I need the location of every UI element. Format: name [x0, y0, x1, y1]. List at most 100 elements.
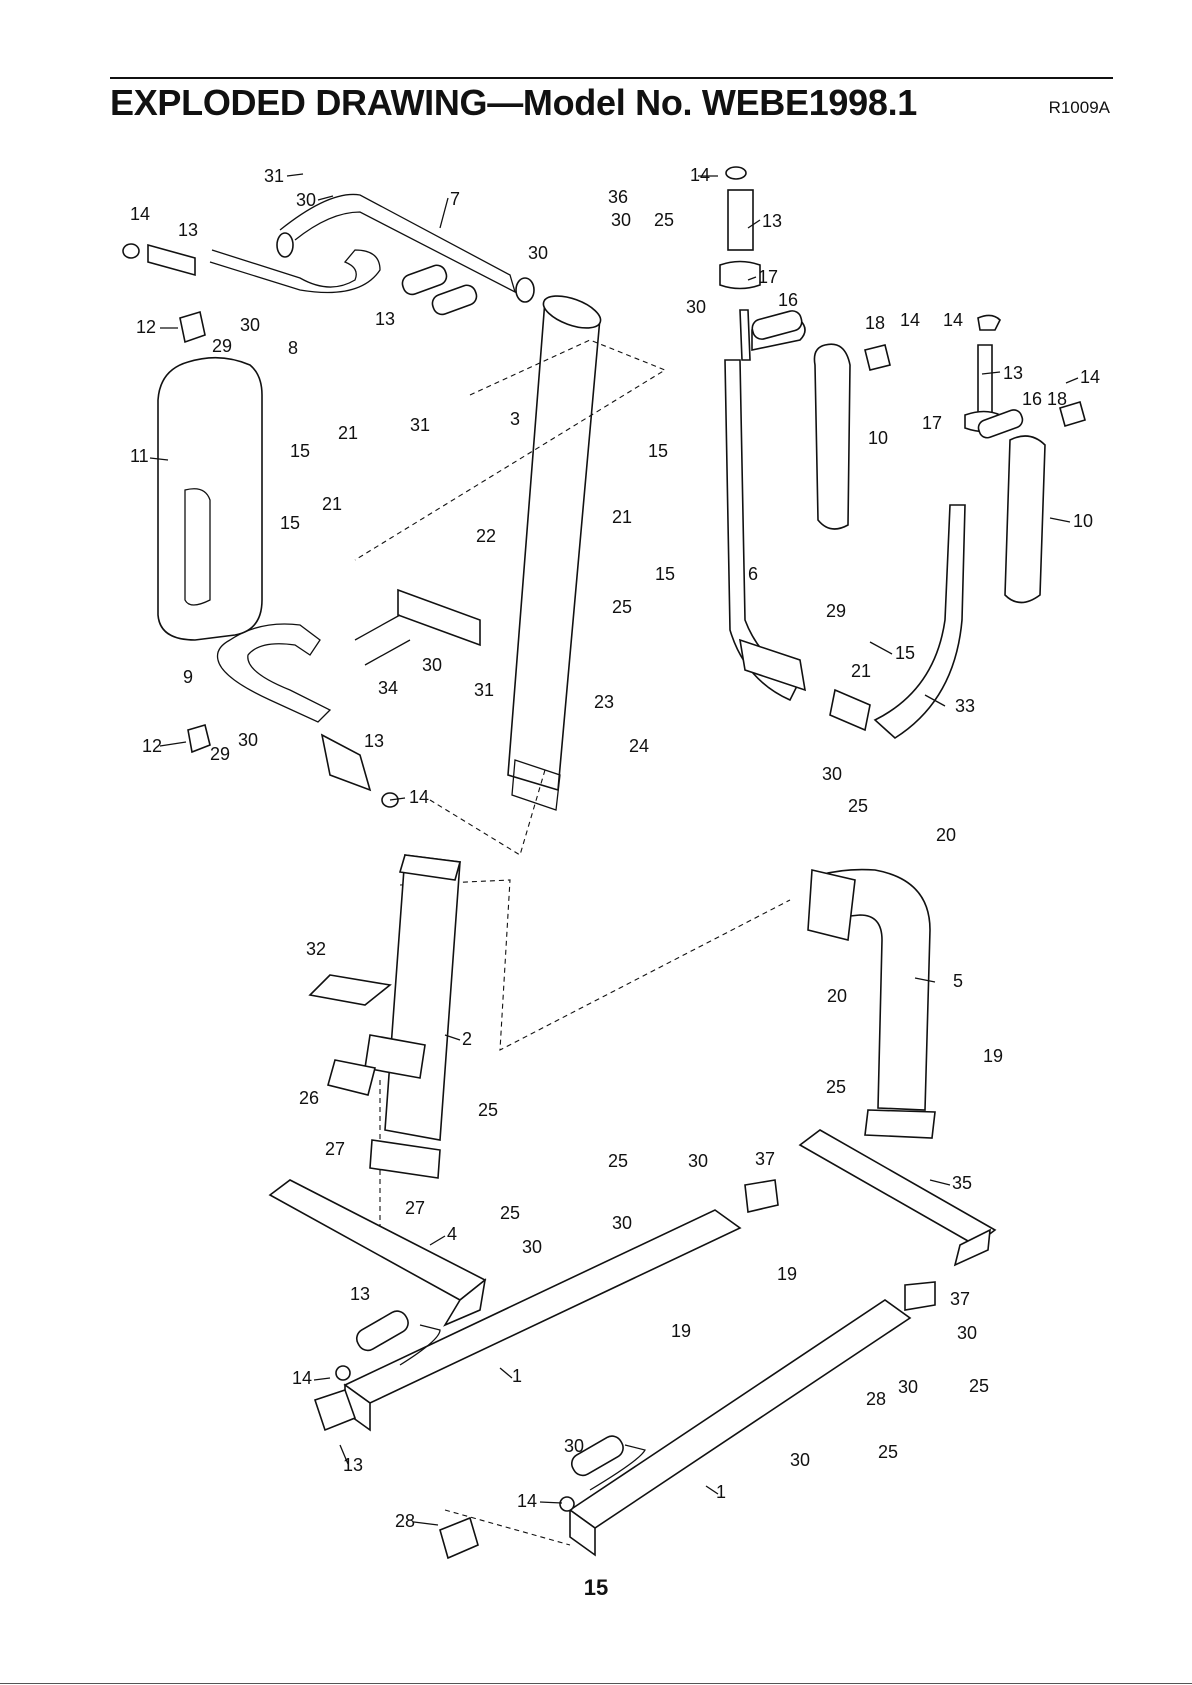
callout-label: 32 — [306, 939, 326, 959]
callout-label: 28 — [395, 1511, 415, 1531]
callout-label: 25 — [969, 1376, 989, 1396]
callout-label: 22 — [476, 526, 496, 546]
callout-label: 17 — [758, 267, 778, 287]
callout-label: 30 — [688, 1151, 708, 1171]
callout-label: 28 — [866, 1389, 886, 1409]
callout-label: 31 — [264, 166, 284, 186]
callout-label: 15 — [655, 564, 675, 584]
callout-label: 6 — [748, 564, 758, 584]
callout-label: 30 — [238, 730, 258, 750]
callout-label: 31 — [410, 415, 430, 435]
callout-label: 12 — [136, 317, 156, 337]
callout-label: 21 — [851, 661, 871, 681]
callout-label: 29 — [212, 336, 232, 356]
callout-label: 14 — [292, 1368, 312, 1388]
callout-label: 16 — [1022, 389, 1042, 409]
callout-label: 25 — [608, 1151, 628, 1171]
callout-label: 7 — [450, 189, 460, 209]
callout-label: 20 — [827, 986, 847, 1006]
callout-label: 34 — [378, 678, 398, 698]
callout-label: 37 — [950, 1289, 970, 1309]
callout-label: 33 — [955, 696, 975, 716]
callout-label: 30 — [611, 210, 631, 230]
callout-label: 30 — [240, 315, 260, 335]
callout-label: 25 — [500, 1203, 520, 1223]
callout-label: 23 — [594, 692, 614, 712]
callout-label: 30 — [296, 190, 316, 210]
callout-label: 5 — [953, 971, 963, 991]
header-rule — [110, 77, 1113, 79]
callout-label: 13 — [1003, 363, 1023, 383]
callout-label: 21 — [612, 507, 632, 527]
callout-label: 9 — [183, 667, 193, 687]
callout-label: 3 — [510, 409, 520, 429]
drawing-code: R1009A — [1048, 98, 1110, 117]
callout-label: 30 — [528, 243, 548, 263]
callout-label: 19 — [777, 1264, 797, 1284]
callout-label: 12 — [142, 736, 162, 756]
bottom-rule — [0, 1683, 1192, 1684]
callout-label: 18 — [865, 313, 885, 333]
callout-label: 30 — [686, 297, 706, 317]
callout-label: 10 — [868, 428, 888, 448]
callout-label: 25 — [478, 1100, 498, 1120]
callout-label: 1 — [716, 1482, 726, 1502]
callout-label: 31 — [474, 680, 494, 700]
callout-label: 29 — [826, 601, 846, 621]
callout-label: 30 — [522, 1237, 542, 1257]
callout-label: 19 — [671, 1321, 691, 1341]
callout-label: 16 — [778, 290, 798, 310]
callout-label: 13 — [350, 1284, 370, 1304]
callout-label: 25 — [654, 210, 674, 230]
callout-label: 15 — [895, 643, 915, 663]
callout-label: 26 — [299, 1088, 319, 1108]
callout-label: 30 — [898, 1377, 918, 1397]
callout-label: 21 — [322, 494, 342, 514]
callout-label: 11 — [130, 446, 149, 466]
callout-label: 17 — [922, 413, 942, 433]
callout-label: 30 — [564, 1436, 584, 1456]
callout-label: 35 — [952, 1173, 972, 1193]
callout-label: 13 — [762, 211, 782, 231]
callout-label: 30 — [612, 1213, 632, 1233]
callout-label: 8 — [288, 338, 298, 358]
callout-label: 15 — [280, 513, 300, 533]
callout-label: 27 — [325, 1139, 345, 1159]
callout-label: 14 — [900, 310, 920, 330]
callout-label: 27 — [405, 1198, 425, 1218]
callout-label: 2 — [462, 1029, 472, 1049]
callout-label: 25 — [826, 1077, 846, 1097]
callout-label: 13 — [375, 309, 395, 329]
page-number: 15 — [583, 1575, 609, 1600]
callout-label: 10 — [1073, 511, 1093, 531]
callout-label: 15 — [648, 441, 668, 461]
callout-label: 21 — [338, 423, 358, 443]
callout-label: 4 — [447, 1224, 457, 1244]
callout-label: 20 — [936, 825, 956, 845]
callout-label: 15 — [290, 441, 310, 461]
callout-label: 14 — [130, 204, 150, 224]
callout-label: 36 — [608, 187, 628, 207]
callout-label: 14 — [1080, 367, 1100, 387]
callout-label: 18 — [1047, 389, 1067, 409]
callout-label: 29 — [210, 744, 230, 764]
callout-label: 19 — [983, 1046, 1003, 1066]
callout-label: 13 — [343, 1455, 363, 1475]
callout-label: 14 — [409, 787, 429, 807]
callout-label: 30 — [790, 1450, 810, 1470]
callout-label: 24 — [629, 736, 649, 756]
callout-label: 25 — [612, 597, 632, 617]
callout-label: 37 — [755, 1149, 775, 1169]
callout-label: 30 — [822, 764, 842, 784]
callout-label: 30 — [422, 655, 442, 675]
callout-label: 13 — [364, 731, 384, 751]
callout-label: 14 — [690, 165, 710, 185]
page-title: EXPLODED DRAWING—Model No. WEBE1998.1 — [110, 82, 918, 123]
callout-label: 25 — [848, 796, 868, 816]
callout-label: 1 — [512, 1366, 522, 1386]
callout-label: 14 — [517, 1491, 537, 1511]
callout-label: 30 — [957, 1323, 977, 1343]
callout-label: 13 — [178, 220, 198, 240]
callout-label: 25 — [878, 1442, 898, 1462]
